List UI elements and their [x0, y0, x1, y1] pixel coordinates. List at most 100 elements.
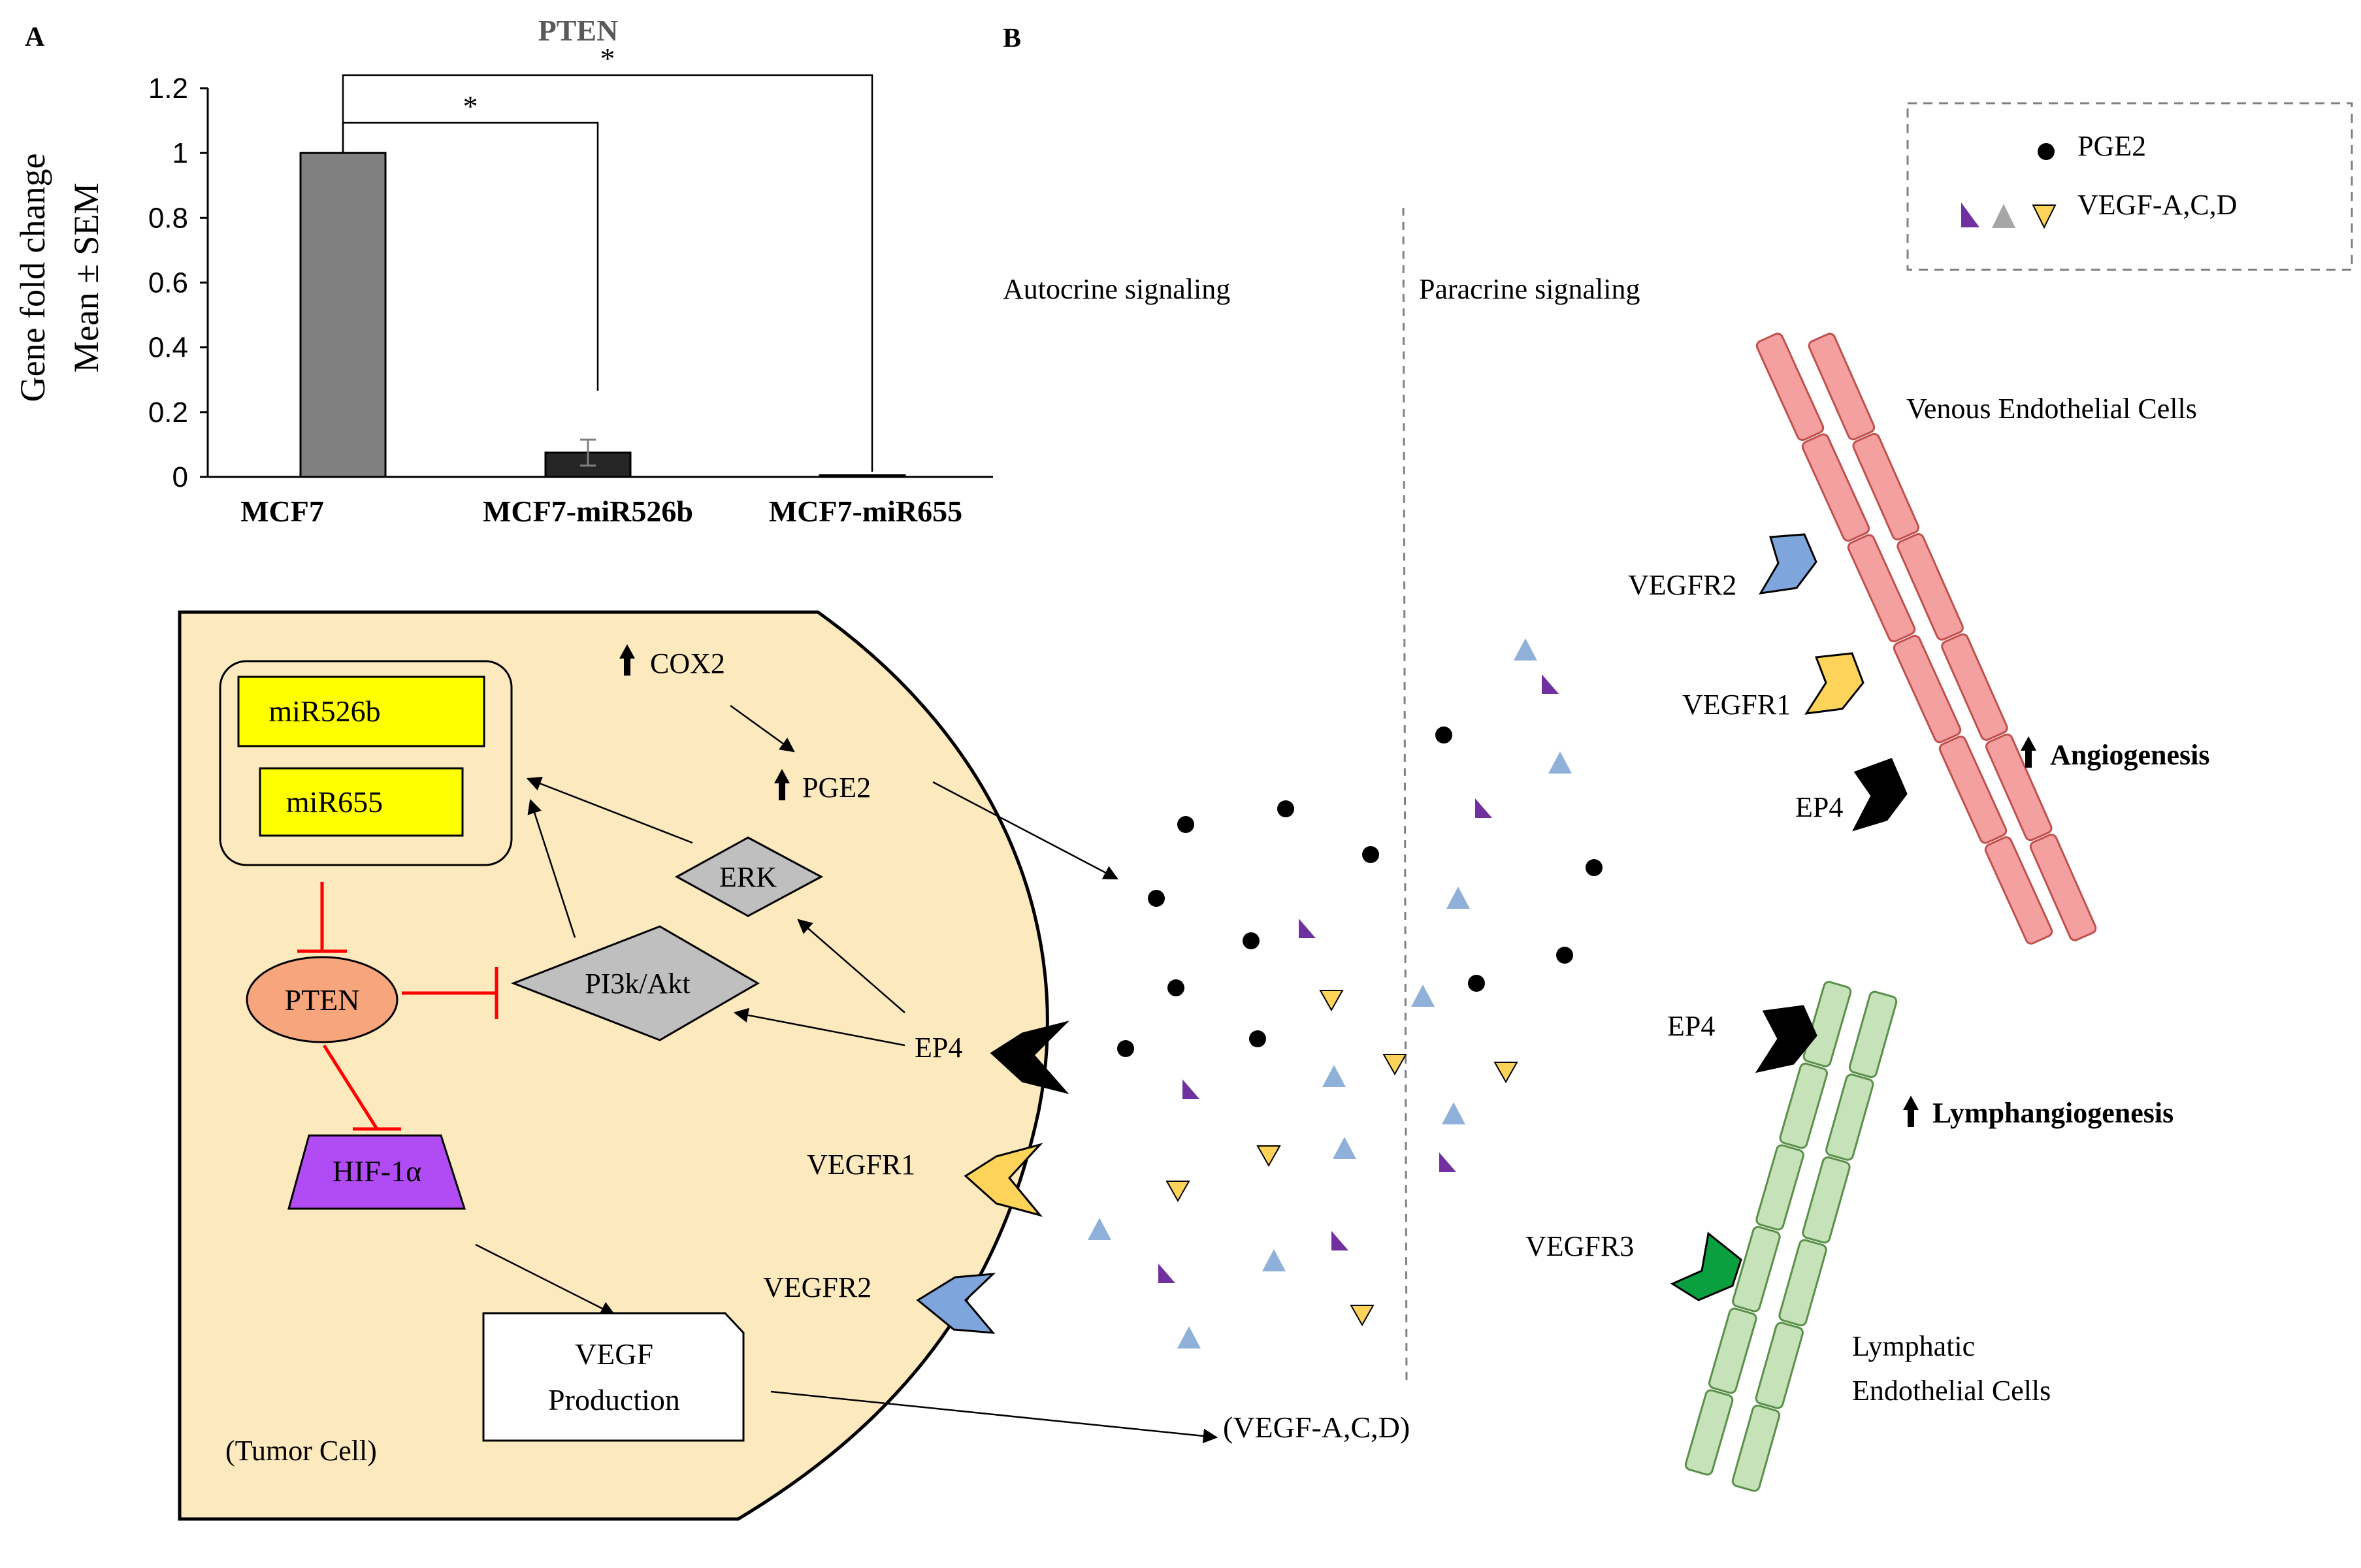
- pi3k-to-mirna-arrow: [527, 798, 576, 938]
- x-tick-label: MCF7-miR655: [769, 495, 962, 528]
- pge2-molecule-icon: [1117, 1040, 1134, 1057]
- vegf-purple-molecule-icon: [1158, 1264, 1175, 1283]
- pge2-molecule-icon: [1167, 979, 1184, 996]
- erk-label: ERK: [719, 861, 777, 893]
- endothelial-cell-segment: [1984, 836, 2053, 945]
- venous-ep4-receptor-icon: [1852, 758, 1908, 832]
- vegf-yellow-molecule-icon: [1256, 1145, 1281, 1168]
- endothelial-cell-segment: [1825, 1073, 1874, 1161]
- pge2-molecule-icon: [1177, 816, 1194, 833]
- bar: [819, 474, 906, 478]
- pge2-secretion-arrow: [932, 781, 1118, 880]
- venous-vegfr2-receptor-icon: [1759, 533, 1817, 595]
- y-tick-label: 0.2: [148, 397, 188, 429]
- vegf-yellow-molecule-icon: [1350, 1305, 1375, 1327]
- venous-vegfr2-label: VEGFR2: [1628, 569, 1736, 601]
- ep4-to-erk-arrow: [797, 919, 905, 1013]
- signaling-divider: [1402, 207, 1408, 1384]
- endothelial-cell-segment: [1802, 981, 1852, 1068]
- tumor-vegfr2-receptor-icon: [916, 1273, 996, 1334]
- lymphatic-vegfr3-label: VEGFR3: [1525, 1230, 1634, 1262]
- y-tick-label: 0.6: [148, 267, 188, 299]
- paracrine-label: Paracrine signaling: [1419, 273, 1640, 305]
- vegf-gray-molecule-icon: [1411, 985, 1435, 1007]
- significance-marker: *: [600, 42, 615, 75]
- endothelial-cell-segment: [1778, 1239, 1827, 1327]
- pten-node: [246, 956, 399, 1043]
- vegf-yellow-molecule-icon: [1319, 990, 1344, 1012]
- endothelial-cell-segment: [1941, 633, 2008, 741]
- pge2-molecule-icon: [1148, 890, 1165, 907]
- autocrine-label: Autocrine signaling: [1003, 273, 1230, 305]
- endothelial-cell-segment: [1847, 534, 1916, 643]
- cox2-to-pge2-arrow: [730, 704, 795, 753]
- legend-vegf-gray-icon: [1992, 204, 2015, 228]
- y-tick-label: 1.2: [148, 73, 188, 105]
- x-tick-label: MCF7-miR526b: [483, 495, 693, 528]
- vegf-purple-molecule-icon: [1439, 1152, 1456, 1172]
- venous-vegfr1-label: VEGFR1: [1682, 689, 1791, 721]
- vegf-purple-molecule-icon: [1182, 1079, 1199, 1099]
- significance-brackets: **: [342, 42, 873, 472]
- lymphatic-title-line2: Endothelial Cells: [1852, 1375, 2051, 1407]
- bars: [299, 152, 906, 478]
- chart-title: PTEN: [538, 14, 619, 47]
- panel-b-label: B: [1003, 24, 1021, 54]
- tumor-ep4-receptor-icon: [990, 1021, 1069, 1094]
- mir526b-box: [237, 676, 485, 747]
- vegf-yellow-molecule-icon: [1165, 1181, 1190, 1203]
- vegf-gray-molecule-icon: [1514, 638, 1537, 661]
- vegf-yellow-molecule-icon: [1493, 1062, 1518, 1084]
- y-tick-label: 0: [172, 461, 188, 493]
- venous-ep4-label: EP4: [1795, 791, 1843, 823]
- vegf-purple-molecule-icon: [1475, 798, 1492, 818]
- endothelial-cell-segment: [1808, 333, 1876, 440]
- x-tick-label: MCF7: [240, 495, 324, 528]
- pge2-molecule-icon: [1556, 947, 1573, 964]
- vegf-yellow-molecule-icon: [1382, 1054, 1407, 1076]
- lymphatic-ep4-receptor-icon: [1755, 1005, 1817, 1073]
- y-axis-label-line2: Mean ± SEM: [67, 183, 106, 373]
- mir655-label: miR655: [286, 785, 383, 819]
- vegf-gray-molecule-icon: [1548, 751, 1572, 774]
- mirna-group-box: [219, 660, 513, 866]
- legend-vegf-label: VEGF-A,C,D: [2077, 189, 2237, 221]
- legend: PGE2 VEGF-A,C,D: [1906, 102, 2353, 271]
- pge2-molecule-icon: [1586, 859, 1603, 876]
- pge2-molecule-icon: [1435, 727, 1452, 743]
- vegf-gray-molecule-icon: [1322, 1065, 1346, 1087]
- vegf-secretion-arrow: [770, 1390, 1218, 1444]
- bar: [299, 152, 387, 478]
- endothelial-cell-segment: [1779, 1062, 1829, 1149]
- vegf-gray-molecule-icon: [1177, 1326, 1201, 1348]
- y-tick-label: 0.8: [148, 202, 188, 234]
- inhibition-edges: [297, 882, 498, 1131]
- vegf-production-line1: VEGF: [575, 1337, 653, 1371]
- endothelial-cell-segment: [1893, 634, 1962, 743]
- vegf-production-line2: Production: [548, 1383, 680, 1416]
- vegf-gray-molecule-icon: [1088, 1218, 1111, 1240]
- tumor-vegfr2-label: VEGFR2: [763, 1271, 871, 1303]
- y-axis-label-line1: Gene fold change: [13, 154, 52, 402]
- tumor-vegfr1-receptor-icon: [964, 1143, 1043, 1217]
- y-ticks: 00.20.40.60.811.2: [148, 73, 208, 493]
- vegf-gray-molecule-icon: [1333, 1137, 1356, 1159]
- vegf-production-box: [482, 1312, 745, 1442]
- venous-vegfr1-receptor-icon: [1804, 652, 1864, 715]
- hif1a-node: [287, 1134, 466, 1210]
- endothelial-cell-segment: [1731, 1404, 1781, 1492]
- endothelial-cell-segment: [2029, 834, 2097, 941]
- endothelial-cell-segment: [1848, 990, 1898, 1079]
- pge2-molecule-icon: [1249, 1030, 1266, 1047]
- pten-label: PTEN: [285, 983, 360, 1017]
- vegf-gray-molecule-icon: [1446, 887, 1470, 909]
- venous-title: Venous Endothelial Cells: [1906, 393, 2197, 425]
- lymphangiogenesis-label: Lymphangiogenesis: [1932, 1097, 2174, 1129]
- cox2-up-arrow-icon: [619, 644, 635, 676]
- legend-box: [1906, 102, 2353, 271]
- pge2-molecule-icon: [1277, 800, 1294, 817]
- erk-node: [674, 836, 824, 917]
- vegf-purple-molecule-icon: [1331, 1231, 1348, 1250]
